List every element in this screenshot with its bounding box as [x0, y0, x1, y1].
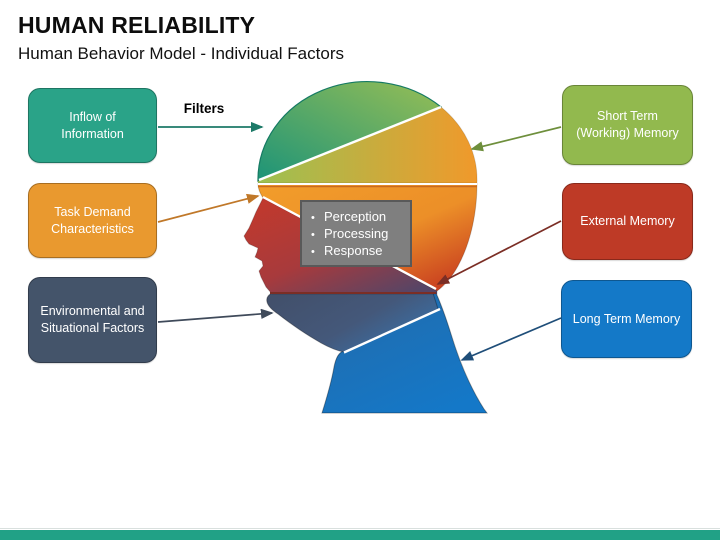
box-label: Short Term (Working) Memory	[576, 109, 679, 140]
head-section-jaw-band	[266, 292, 439, 353]
list-item-label: Response	[324, 243, 383, 258]
arrow-external-memory	[436, 220, 562, 285]
head-section-top-green	[257, 81, 443, 182]
arrow-environmental	[157, 308, 274, 323]
list-item-label: Perception	[324, 209, 387, 224]
divider-jaw-neck	[343, 307, 441, 354]
box-short-term-memory[interactable]: Short Term (Working) Memory	[562, 85, 693, 165]
box-long-term-memory[interactable]: Long Term Memory	[561, 280, 692, 358]
arrow-long-term	[460, 317, 562, 361]
footer-accent-bar	[0, 530, 720, 540]
box-label: Inflow of Information	[61, 109, 124, 141]
bullet-icon: •	[311, 246, 315, 258]
head-section-upper-band	[257, 106, 478, 184]
list-item-label: Processing	[324, 226, 389, 241]
box-inflow-of-information[interactable]: Inflow of Information	[28, 88, 157, 163]
page-subtitle: Human Behavior Model - Individual Factor…	[18, 44, 344, 63]
list-item: • Processing	[311, 226, 410, 241]
box-label: External Memory	[580, 214, 675, 229]
page-title: HUMAN RELIABILITY	[18, 12, 256, 38]
list-item: • Perception	[311, 209, 410, 224]
filters-label: Filters	[183, 101, 225, 116]
box-label: Long Term Memory	[572, 311, 681, 326]
box-external-memory[interactable]: External Memory	[562, 183, 693, 260]
divider-green-band	[258, 105, 442, 182]
box-task-demand[interactable]: Task Demand Characteristics	[28, 183, 157, 258]
box-environmental-factors[interactable]: Environmental and Situational Factors	[28, 277, 157, 363]
arrow-short-term	[470, 126, 562, 152]
footer-divider	[0, 528, 720, 529]
box-label: Environmental and Situational Factors	[40, 304, 145, 335]
arrow-task-demand	[157, 193, 260, 223]
box-label: Task Demand Characteristics	[51, 204, 134, 236]
process-bullet-box: • Perception • Processing • Response	[300, 200, 412, 267]
list-item: • Response	[311, 243, 410, 258]
bullet-icon: •	[311, 229, 315, 241]
bullet-icon: •	[311, 212, 315, 224]
